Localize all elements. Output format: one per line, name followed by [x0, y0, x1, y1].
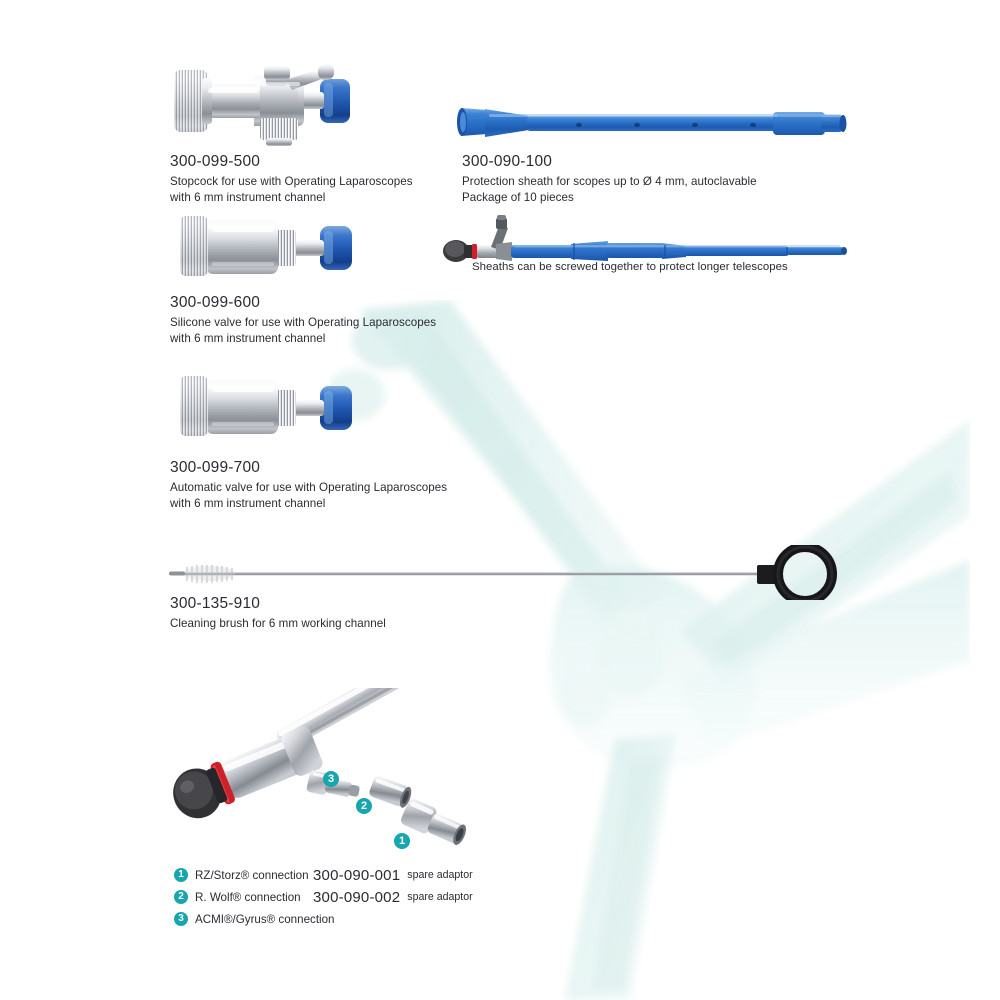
callout-marker-3: 3 [323, 771, 339, 787]
article-number: 300-099-500 [170, 153, 261, 170]
telescope-with-sheath-image [438, 214, 858, 268]
article-number: 300-099-700 [170, 459, 261, 476]
product-description-line-1: Silicone valve for use with Operating La… [170, 316, 437, 330]
product-description-line-1: Cleaning brush for 6 mm working channel [170, 617, 386, 631]
product-text-300-099-600: 300-099-600 Silicone valve for use with … [170, 293, 500, 346]
product-text-300-099-700: 300-099-700 Automatic valve for use with… [170, 458, 510, 511]
product-description-line-2: Package of 10 pieces [462, 190, 574, 204]
article-number: 300-135-910 [170, 595, 261, 612]
legend-suffix-1: spare adaptor [407, 869, 473, 881]
product-description-line-2: with 6 mm instrument channel [170, 331, 326, 345]
legend-suffix-2: spare adaptor [407, 891, 473, 903]
cleaning-brush-image [165, 542, 855, 606]
endoscope-adaptors-image: 3 2 1 [170, 641, 490, 863]
product-description-line-1: Protection sheath for scopes up to Ø 4 m… [462, 175, 757, 189]
sheath-note: Sheaths can be screwed together to prote… [472, 261, 892, 273]
legend-connection-3: ACMI®/Gyrus® connection [195, 912, 335, 926]
product-text-300-135-910: 300-135-910 Cleaning brush for 6 mm work… [170, 594, 510, 632]
callout-marker-1: 1 [394, 833, 410, 849]
legend-row: 2 R. Wolf® connection 300-090-002 spare … [174, 886, 594, 908]
product-text-300-099-500: 300-099-500 Stopcock for use with Operat… [170, 152, 500, 205]
legend-article-number-1: 300-090-001 [313, 866, 401, 884]
article-number: 300-090-100 [462, 153, 553, 170]
legend-badge-2: 2 [174, 890, 188, 904]
product-description-line-2: with 6 mm instrument channel [170, 190, 326, 204]
legend-badge-3: 3 [174, 912, 188, 926]
legend-connection-1: RZ/Storz® connection [195, 868, 309, 882]
product-text-300-090-100: 300-090-100 Protection sheath for scopes… [462, 152, 882, 205]
legend-badge-1: 1 [174, 868, 188, 882]
automatic-valve-image [168, 372, 368, 452]
legend-connection-2: R. Wolf® connection [195, 890, 301, 904]
sheath-note-text: Sheaths can be screwed together to prote… [472, 261, 788, 273]
product-description-line-1: Automatic valve for use with Operating L… [170, 481, 448, 495]
legend-row: 3 ACMI®/Gyrus® connection [174, 908, 594, 930]
silicone-valve-image [168, 212, 368, 292]
stopcock-image [168, 52, 378, 152]
legend-article-number-2: 300-090-002 [313, 888, 401, 906]
callout-marker-2: 2 [356, 798, 372, 814]
adaptor-legend: 1 RZ/Storz® connection 300-090-001 spare… [174, 864, 594, 930]
product-description-line-1: Stopcock for use with Operating Laparosc… [170, 175, 413, 189]
article-number: 300-099-600 [170, 294, 261, 311]
product-description-line-2: with 6 mm instrument channel [170, 496, 326, 510]
legend-row: 1 RZ/Storz® connection 300-090-001 spare… [174, 864, 594, 886]
protection-sheath-image [455, 96, 855, 152]
